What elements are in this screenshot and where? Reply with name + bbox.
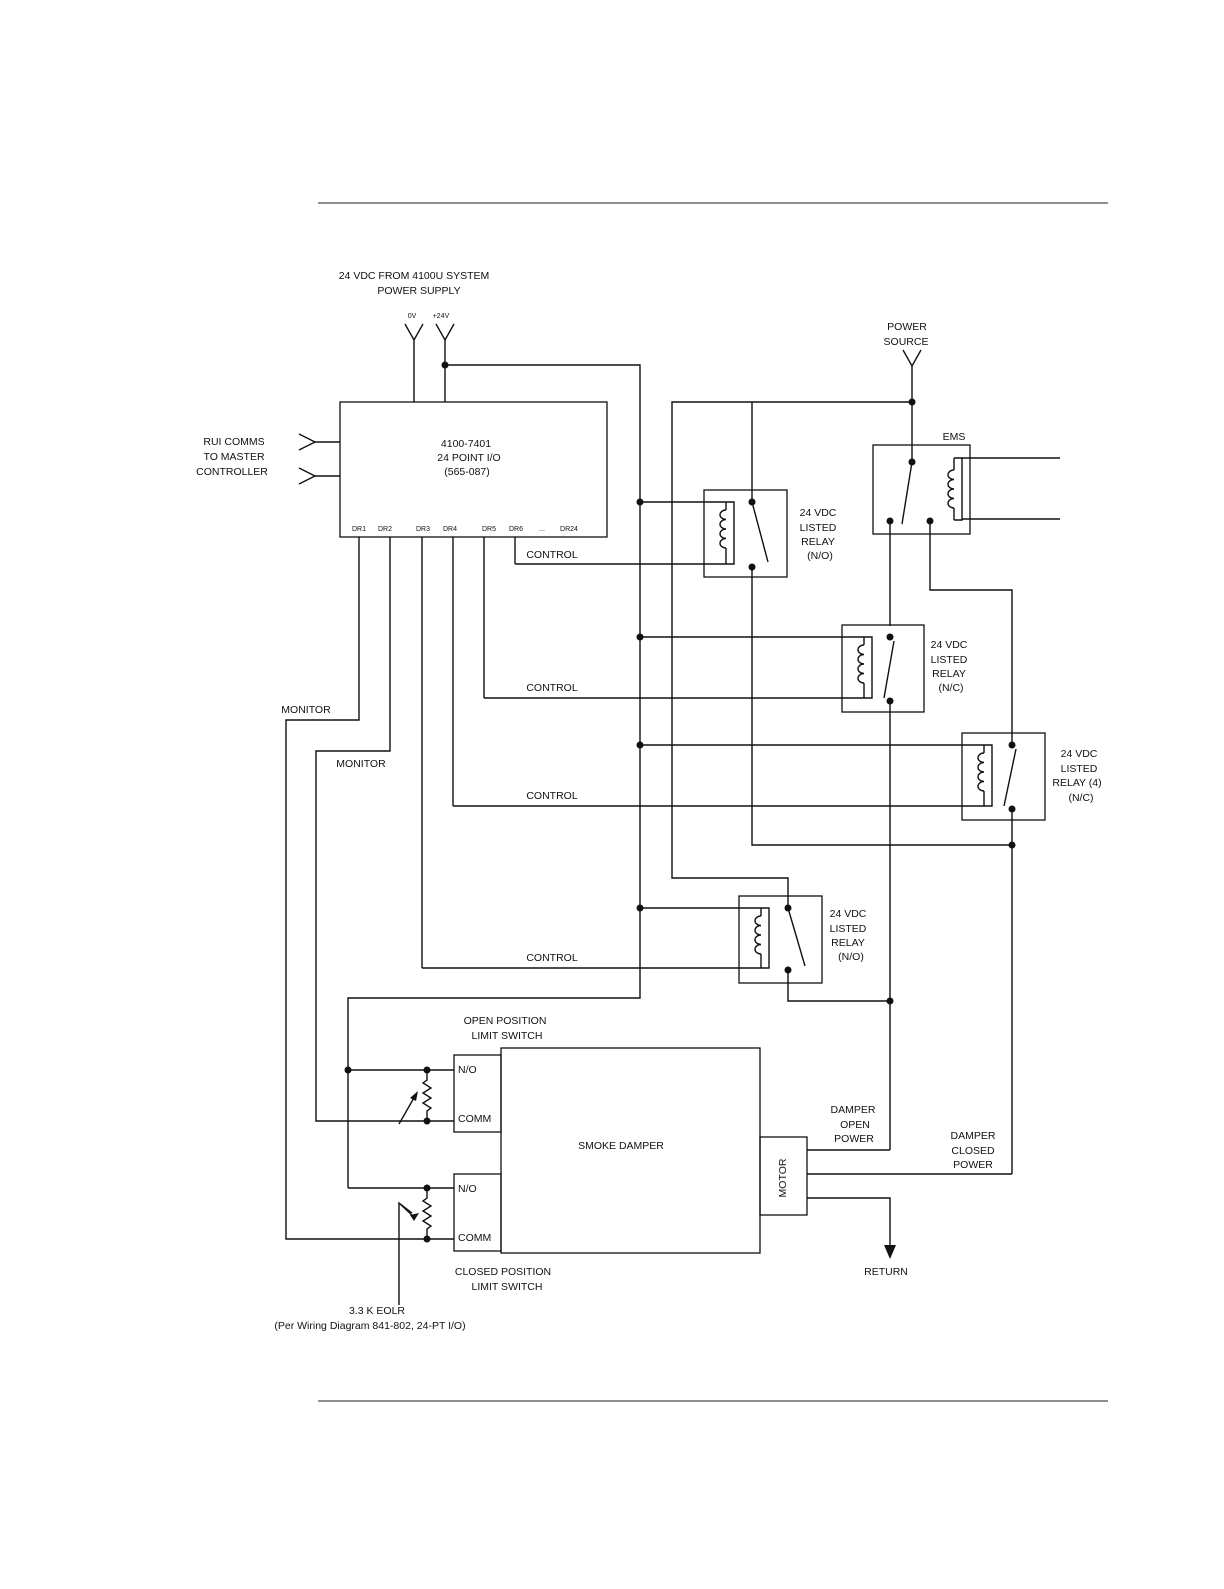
damper-closed-power-label-2: CLOSED — [951, 1145, 995, 1157]
terminal-dr1: DR1 — [352, 526, 366, 533]
relay-2-label-2: LISTED — [931, 654, 968, 666]
eolr-arrow-icon — [398, 1091, 419, 1305]
damper-open-power-label-2: OPEN — [840, 1119, 870, 1131]
ems-coil-icon — [947, 457, 963, 521]
damper-open-power-label-3: POWER — [834, 1133, 874, 1145]
control-label-2: CONTROL — [526, 682, 577, 694]
terminal-ellipsis: ... — [539, 526, 545, 533]
relay-3-box — [961, 732, 1046, 821]
relay-3-label-1: 24 VDC — [1061, 748, 1098, 760]
relay-2-label-1: 24 VDC — [931, 639, 968, 651]
rui-label-1: RUI COMMS — [203, 436, 264, 448]
relay-4-label-2: LISTED — [830, 923, 867, 935]
return-arrow-icon — [884, 1245, 896, 1259]
relay-4-label-4: (N/O) — [838, 951, 864, 963]
relay-3-label-2: LISTED — [1061, 763, 1098, 775]
relay-1-label-1: 24 VDC — [800, 507, 837, 519]
rui-label-3: CONTROLLER — [196, 466, 268, 478]
monitor-label-1: MONITOR — [281, 704, 331, 716]
relay-4-label-1: 24 VDC — [830, 908, 867, 920]
motor-box — [759, 1136, 808, 1216]
relay-1-label-3: RELAY — [801, 536, 835, 548]
closed-limit-eolr-resistor-icon — [421, 1188, 433, 1239]
motor-label: MOTOR — [777, 1158, 789, 1197]
relay-4-coil-icon — [754, 907, 770, 969]
relay-1-coil-icon — [719, 501, 735, 565]
rui-label-2: TO MASTER — [203, 451, 264, 463]
monitor-label-2: MONITOR — [336, 758, 386, 770]
zero-v-label: 0V — [408, 313, 417, 320]
closed-limit-label-2: LIMIT SWITCH — [472, 1281, 543, 1293]
ems-label: EMS — [943, 431, 966, 443]
relay-3-label-3: RELAY (4) — [1052, 777, 1101, 789]
damper-open-power-label-1: DAMPER — [831, 1104, 876, 1116]
control-label-4: CONTROL — [526, 952, 577, 964]
control-label-1: CONTROL — [526, 549, 577, 561]
closed-limit-label-1: CLOSED POSITION — [455, 1266, 551, 1278]
open-limit-label-2: LIMIT SWITCH — [472, 1030, 543, 1042]
eolr-label-2: (Per Wiring Diagram 841-802, 24-PT I/O) — [274, 1320, 465, 1332]
damper-closed-power-label-1: DAMPER — [951, 1130, 996, 1142]
power-source-terminal-icon — [902, 349, 922, 368]
power-source-label-2: SOURCE — [884, 336, 929, 348]
terminal-dr24: DR24 — [560, 526, 578, 533]
closed-limit-comm-label: COMM — [458, 1232, 491, 1244]
control-label-3: CONTROL — [526, 790, 577, 802]
eolr-label-1: 3.3 K EOLR — [349, 1305, 405, 1317]
smoke-damper-label: SMOKE DAMPER — [578, 1140, 664, 1152]
terminal-dr5: DR5 — [482, 526, 496, 533]
relay-4-box — [738, 895, 823, 984]
open-limit-label-1: OPEN POSITION — [464, 1015, 547, 1027]
relay-2-label-4: (N/C) — [938, 682, 963, 694]
io-module-assy: (565-087) — [444, 466, 490, 478]
relay-1-box — [703, 489, 788, 578]
open-limit-eolr-resistor-icon — [421, 1070, 433, 1121]
return-label: RETURN — [864, 1266, 908, 1278]
relay-1-label-2: LISTED — [800, 522, 837, 534]
power-terminal-icons — [404, 323, 455, 342]
io-module-part: 4100-7401 — [441, 438, 491, 450]
damper-closed-power-label-3: POWER — [953, 1159, 993, 1171]
open-limit-comm-label: COMM — [458, 1113, 491, 1125]
terminal-dr2: DR2 — [378, 526, 392, 533]
power-in-label: 24 VDC FROM 4100U SYSTEM — [339, 270, 490, 282]
open-limit-no-label: N/O — [458, 1064, 477, 1076]
power-in-label-2: POWER SUPPLY — [377, 285, 460, 297]
terminal-dr3: DR3 — [416, 526, 430, 533]
relay-2-coil-icon — [857, 636, 873, 699]
relay-2-box — [841, 624, 925, 713]
plus-24v-label: +24V — [433, 313, 450, 320]
io-module-box — [339, 401, 608, 538]
relay-2-label-3: RELAY — [932, 668, 966, 680]
relay-1-label-4: (N/O) — [807, 550, 833, 562]
ems-relay-box — [872, 444, 971, 535]
relay-4-label-3: RELAY — [831, 937, 865, 949]
terminal-dr4: DR4 — [443, 526, 457, 533]
power-source-label-1: POWER — [887, 321, 927, 333]
rui-comm-terminal-icons — [298, 433, 340, 485]
io-module-title: 24 POINT I/O — [437, 452, 500, 464]
terminal-dr6: DR6 — [509, 526, 523, 533]
closed-limit-no-label: N/O — [458, 1183, 477, 1195]
relay-3-coil-icon — [977, 744, 993, 807]
relay-3-label-4: (N/C) — [1068, 792, 1093, 804]
